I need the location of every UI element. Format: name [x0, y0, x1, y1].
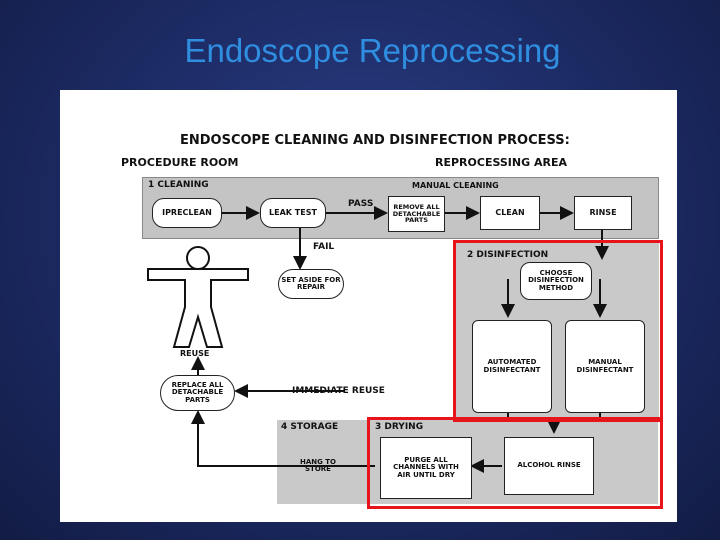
diagram-title: ENDOSCOPE CLEANING AND DISINFECTION PROC… — [180, 133, 570, 148]
pass-label: PASS — [348, 199, 374, 209]
flow-connectors — [191, 206, 609, 473]
immediate-reuse-label: IMMEDIATE REUSE — [292, 386, 385, 396]
cleaning-section-label: 1 CLEANING — [148, 180, 209, 190]
hang-to-store-box: HANG TO STORE — [299, 457, 337, 473]
person-icon — [147, 246, 249, 348]
disinfection-section-label: 2 DISINFECTION — [467, 250, 549, 260]
process-diagram: ENDOSCOPE CLEANING AND DISINFECTION PROC… — [60, 90, 677, 522]
arrow-purge-to-replace — [191, 410, 375, 467]
reuse-label: REUSE — [180, 349, 210, 358]
leak-test-box: LEAK TEST — [260, 198, 326, 228]
reprocessing-area-heading: REPROCESSING AREA — [435, 156, 567, 169]
storage-panel — [277, 420, 374, 504]
procedure-room-heading: PROCEDURE ROOM — [121, 156, 239, 169]
set-aside-box: SET ASIDE FOR REPAIR — [278, 269, 344, 299]
storage-section-label: 4 STORAGE — [281, 422, 339, 432]
remove-parts-box: REMOVE ALL DETACHABLE PARTS — [388, 196, 445, 232]
alcohol-rinse-box: ALCOHOL RINSE — [504, 437, 594, 495]
automated-disinfectant-box: AUTOMATED DISINFECTANT — [472, 320, 552, 413]
clean-box: CLEAN — [480, 196, 540, 230]
purge-box: PURGE ALL CHANNELS WITH AIR UNTIL DRY — [380, 437, 472, 499]
rinse-box: RINSE — [574, 196, 632, 230]
drying-section-label: 3 DRYING — [375, 422, 424, 432]
manual-disinfectant-box: MANUAL DISINFECTANT — [565, 320, 645, 413]
replace-parts-box: REPLACE ALL DETACHABLE PARTS — [160, 375, 235, 411]
choose-method-box: CHOOSE DISINFECTION METHOD — [520, 262, 592, 300]
slide-title: Endoscope Reprocessing — [184, 32, 561, 69]
disinfection-highlight — [453, 240, 663, 422]
manual-cleaning-label: MANUAL CLEANING — [412, 181, 499, 190]
preclean-box: IPRECLEAN — [152, 198, 222, 228]
drying-highlight — [367, 417, 663, 509]
fail-label: FAIL — [313, 242, 335, 252]
